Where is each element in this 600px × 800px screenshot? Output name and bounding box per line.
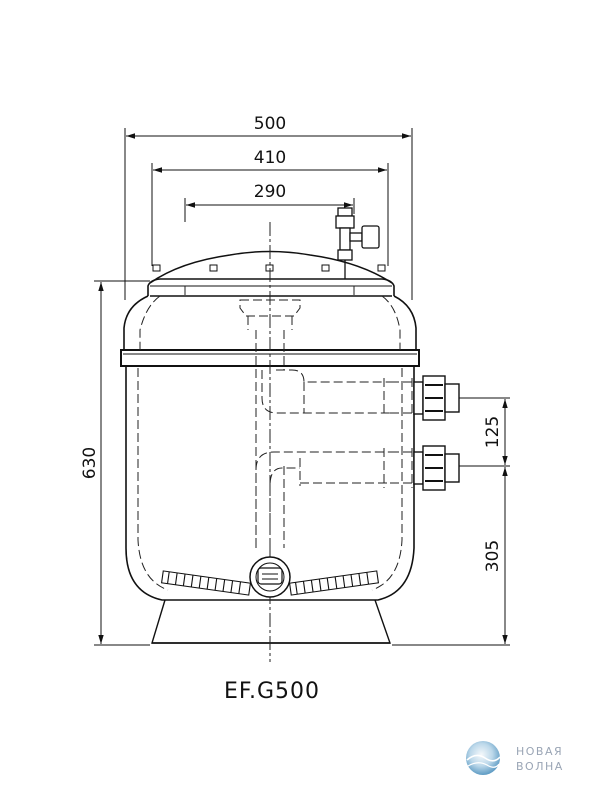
dim-125-label: 125 [483, 416, 503, 448]
dimension-290: 290 [184, 182, 355, 222]
dimension-500: 500 [124, 114, 413, 300]
logo-text-line1: НОВАЯ [516, 745, 563, 758]
dim-630-label: 630 [80, 447, 100, 479]
dim-290-label: 290 [254, 182, 286, 202]
dim-305-label: 305 [483, 540, 503, 572]
lower-pipe [255, 448, 413, 548]
upper-pipe [261, 369, 413, 417]
watermark-logo: НОВАЯ ВОЛНА [466, 741, 564, 775]
filter-tank [120, 207, 460, 662]
dimension-305: 305 [392, 467, 510, 646]
dim-500-label: 500 [254, 114, 286, 134]
dimension-410: 410 [151, 148, 389, 266]
model-label: EF.G500 [224, 679, 320, 704]
lid-bolts [152, 264, 386, 272]
logo-text-line2: ВОЛНА [516, 760, 564, 773]
dimension-125: 125 [452, 397, 510, 467]
upper-union [413, 375, 460, 421]
dimension-630: 630 [80, 280, 150, 646]
filter-base [151, 599, 391, 644]
upper-shell [123, 295, 417, 350]
diffuser [239, 299, 301, 548]
air-release-valve [335, 207, 380, 279]
lateral-collectors [160, 570, 380, 596]
inner-wall [137, 368, 403, 591]
collector-hub [249, 556, 291, 598]
dim-410-label: 410 [254, 148, 286, 168]
lower-union [413, 445, 460, 491]
lid-ring [147, 278, 395, 296]
